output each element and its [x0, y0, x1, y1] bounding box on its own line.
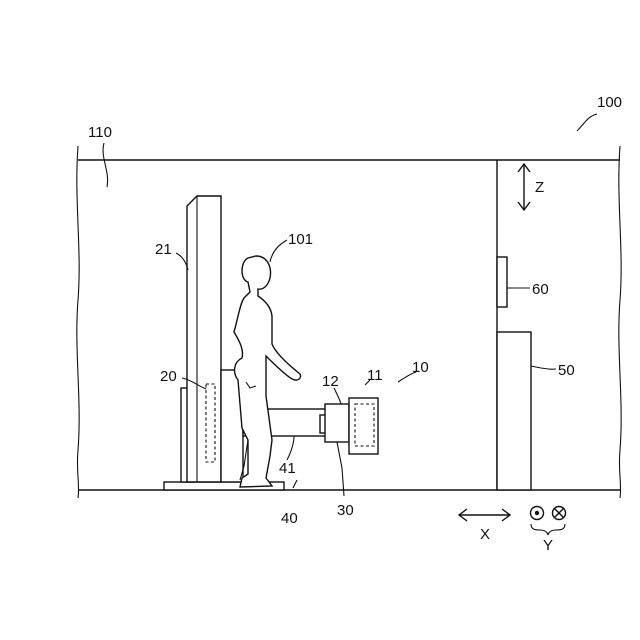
label-10: 10	[412, 359, 429, 376]
z-axis-arrow	[518, 164, 530, 210]
x-axis-arrow	[459, 509, 510, 521]
label-101: 101	[288, 231, 313, 248]
y-axis-symbols	[531, 507, 566, 536]
label-12: 12	[322, 373, 339, 390]
axis-label-z: Z	[535, 179, 544, 196]
into-page-icon	[553, 507, 566, 520]
label-40: 40	[281, 510, 298, 527]
label-100: 100	[597, 94, 622, 111]
y-brace	[531, 524, 565, 535]
cabinet-50	[497, 332, 531, 490]
sensor-60	[497, 257, 507, 307]
label-41: 41	[279, 460, 296, 477]
apparatus-10	[320, 398, 378, 454]
label-110: 110	[88, 124, 112, 141]
axis-label-x: X	[480, 526, 490, 543]
axis-label-y: Y	[543, 537, 553, 554]
label-21: 21	[155, 241, 172, 258]
label-11: 11	[367, 367, 383, 384]
unit-12	[325, 404, 349, 442]
out-of-page-dot	[535, 511, 539, 515]
label-30: 30	[337, 502, 354, 519]
label-20: 20	[160, 368, 177, 385]
label-60: 60	[532, 281, 549, 298]
label-50: 50	[558, 362, 575, 379]
